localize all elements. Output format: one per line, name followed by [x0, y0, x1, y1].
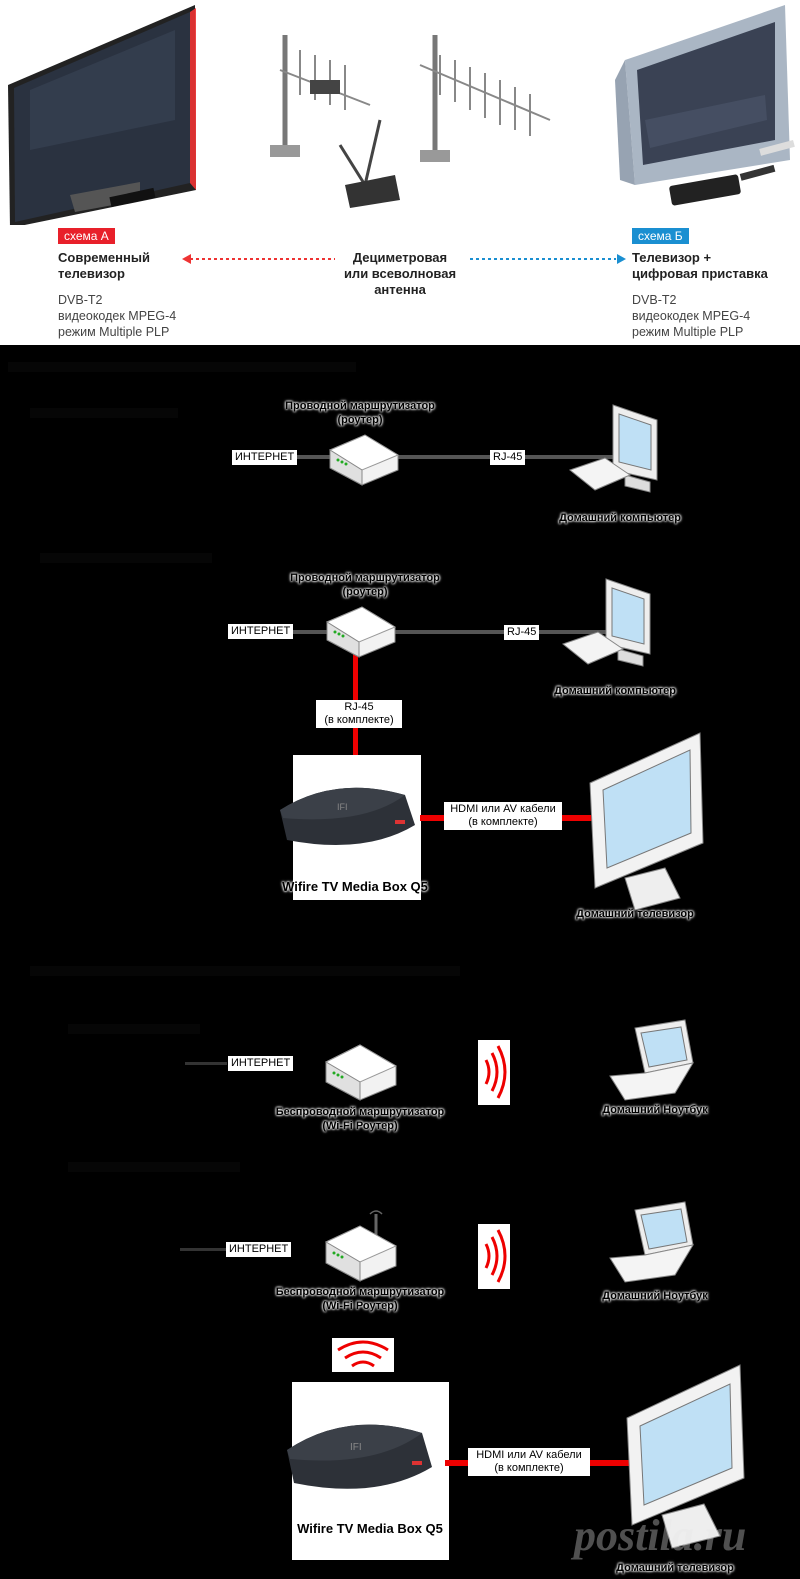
wireless2-laptop-label: Домашний Ноутбук [602, 1290, 708, 1302]
wired2-media-box-icon: IFI [280, 787, 415, 845]
crt-tv-icon [615, 5, 795, 206]
wired2-rj45-label: RJ-45 (в комплекте) [316, 700, 402, 728]
svg-text:IFI: IFI [350, 1442, 362, 1453]
wired2-cable-label: RJ-45 [504, 625, 540, 640]
wireless2-laptop-icon [609, 1201, 695, 1283]
wireless1-router-label2: (Wi-Fi Роутер) [322, 1120, 398, 1132]
wireless1-wifi-signal-icon [484, 1045, 507, 1099]
wireless1-laptop-icon [609, 1019, 695, 1101]
tv-scheme-panel: схема А Современный телевизор DVB-T2 вид… [0, 0, 800, 345]
scheme-a-spec3: режим Multiple PLP [58, 325, 170, 339]
scheme-b-title-line1: Телевизор + [632, 250, 712, 265]
scheme-b-spec3: режим Multiple PLP [632, 325, 744, 339]
wireless2-router-icon [324, 1210, 398, 1282]
wireless2-internet-label: ИНТЕРНЕТ [226, 1242, 292, 1257]
antenna-label-line1: Дециметровая [352, 250, 448, 265]
wired2-router-icon [325, 606, 397, 658]
wired2-tv-icon [589, 732, 704, 911]
wireless2-box-wifi-signal-icon [337, 1340, 389, 1368]
wireless2-hdmi-label-line2: (в комплекте) [494, 1462, 564, 1474]
wired2-computer-icon [561, 578, 651, 667]
wired2-rj45-label-line2: (в комплекте) [324, 714, 394, 726]
wired1-internet-label: ИНТЕРНЕТ [232, 450, 298, 465]
wired1-computer-label: Домашний компьютер [559, 512, 681, 524]
scheme-a-title-line1: Современный [58, 250, 150, 265]
wired2-cable [285, 630, 615, 634]
subheading-wireless-1 [68, 1024, 200, 1034]
wireless2-tv-icon [626, 1364, 745, 1549]
scheme-b-title-line2: цифровая приставка [632, 266, 768, 281]
wireless1-uplink [185, 1062, 227, 1065]
wired2-computer-label: Домашний компьютер [554, 685, 676, 697]
wireless2-hdmi-label: HDMI или AV кабели (в комплекте) [468, 1448, 590, 1476]
scheme-a-spec2: видеокодек MPEG-4 [58, 309, 177, 323]
wireless2-router-label1: Беспроводной маршрутизатор [275, 1286, 445, 1298]
wired1-cable-label: RJ-45 [490, 450, 526, 465]
arrow-right-icon [470, 254, 626, 264]
wireless2-wifi-signal-icon [484, 1229, 507, 1283]
wireless2-media-box-icon: IFI [287, 1424, 432, 1489]
watermark-text: postila.ru [574, 1511, 747, 1560]
scheme-a-title-line2: телевизор [58, 266, 125, 281]
antenna-label-line2: или всеволновая [343, 266, 457, 281]
wireless1-router-icon [324, 1044, 398, 1101]
wireless2-box-signal-panel [332, 1338, 394, 1372]
antenna-icon [270, 35, 551, 208]
svg-text:IFI: IFI [337, 802, 348, 812]
scheme-b-spec1: DVB-T2 [632, 293, 677, 307]
wireless2-router-label2: (Wi-Fi Роутер) [322, 1300, 398, 1312]
wireless2-tv-label: Домашний телевизор [616, 1562, 734, 1574]
wired2-box-label: Wifire TV Media Box Q5 [282, 879, 428, 894]
wired2-hdmi-label: HDMI или AV кабели (в комплекте) [444, 802, 562, 830]
wired1-router-icon [328, 434, 400, 486]
subheading-wired-1 [30, 408, 178, 418]
wired1-router-label1: Проводной маршрутизатор [285, 400, 435, 412]
wireless1-laptop-label: Домашний Ноутбук [602, 1104, 708, 1116]
wired2-hdmi-label-line1: HDMI или AV кабели [450, 803, 556, 815]
scheme-a-spec1: DVB-T2 [58, 293, 103, 307]
modern-tv-icon [8, 5, 196, 225]
subheading-wireless-2 [68, 1162, 240, 1172]
antenna-label-line3: антенна [374, 282, 426, 297]
wireless2-uplink [180, 1248, 226, 1251]
section-heading-wired [8, 362, 356, 372]
subheading-wired-2 [40, 553, 212, 563]
wireless1-router-label1: Беспроводной маршрутизатор [275, 1106, 445, 1118]
scheme-a-tag: схема А [58, 228, 115, 244]
wired2-router-label2: (роутер) [342, 586, 388, 598]
wired2-rj45-cable [353, 640, 358, 758]
section-heading-wireless [30, 966, 460, 976]
wired2-internet-label: ИНТЕРНЕТ [228, 624, 294, 639]
wireless1-internet-label: ИНТЕРНЕТ [228, 1056, 294, 1071]
wired2-hdmi-label-line2: (в комплекте) [468, 816, 538, 828]
wireless2-hdmi-label-line1: HDMI или AV кабели [476, 1449, 582, 1461]
arrow-left-icon [182, 254, 335, 264]
wireless2-box-label: Wifire TV Media Box Q5 [297, 1521, 443, 1536]
wired1-cable [290, 455, 620, 459]
wired2-tv-label: Домашний телевизор [576, 908, 694, 920]
scheme-b-tag: схема Б [632, 228, 689, 244]
wired2-rj45-label-line1: RJ-45 [344, 701, 374, 713]
wired2-router-label1: Проводной маршрутизатор [290, 572, 440, 584]
scheme-b-spec2: видеокодек MPEG-4 [632, 309, 751, 323]
wired1-computer-icon [568, 404, 658, 493]
wired1-router-label2: (роутер) [337, 414, 383, 426]
